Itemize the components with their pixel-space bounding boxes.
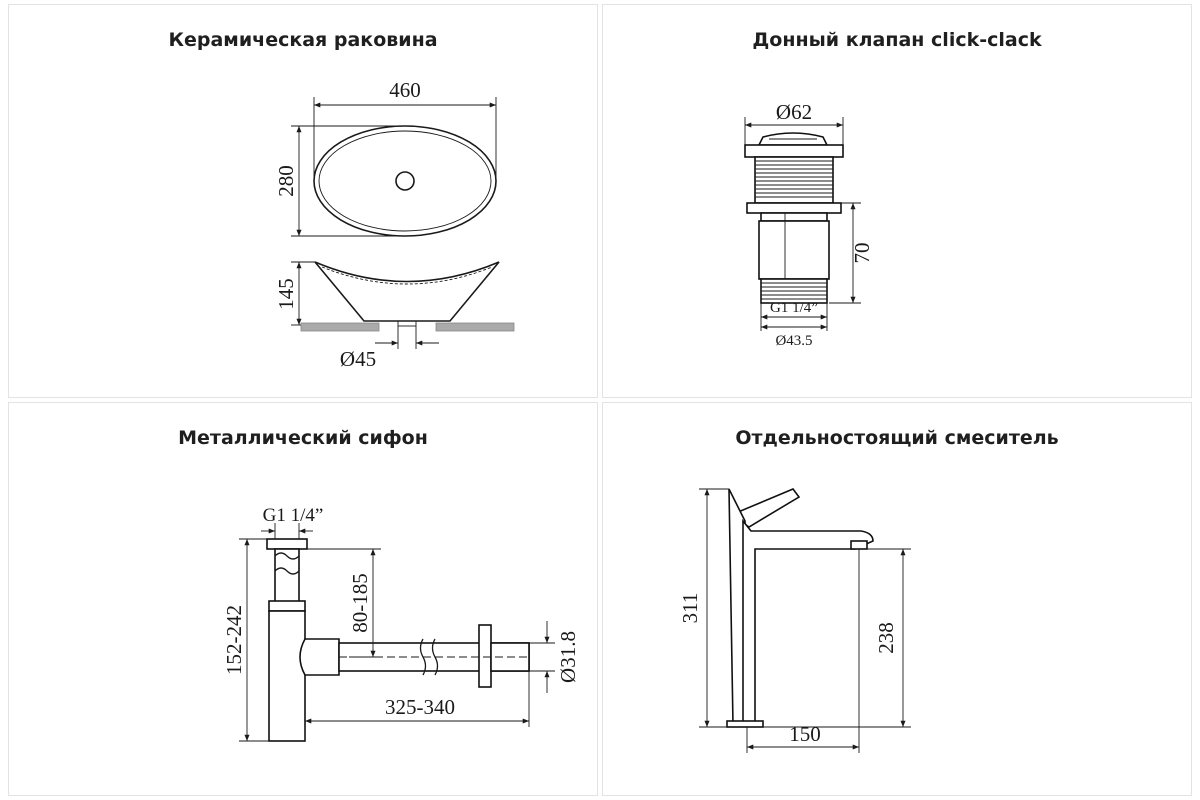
panel-drain-valve: Донный клапан click-clack	[602, 4, 1192, 398]
dim-drain: Ø45	[340, 347, 376, 371]
siphon-drawing: G1 1/4” 152-242 80-185 Ø31.8 325-340	[222, 505, 580, 742]
panel-faucet: Отдельностоящий смеситель 311 238 150	[602, 402, 1192, 796]
siphon-inlet-pipe	[274, 548, 300, 608]
siphon-elbow	[299, 638, 340, 676]
dim-faucet-height: 311	[678, 593, 702, 624]
basin-side-view	[314, 261, 500, 322]
basin-drawing: 460 280 145 Ø45	[274, 78, 515, 371]
dim-siphon-outlet: Ø31.8	[556, 631, 580, 683]
basin-top-view	[313, 125, 497, 237]
faucet-drawing: 311 238 150	[678, 488, 911, 753]
dim-bottom-diameter: Ø43.5	[775, 333, 812, 349]
valve-pipe	[758, 220, 830, 280]
panel-basin: Керамическая раковина 460 280 145	[8, 4, 598, 398]
countertop-left	[300, 322, 380, 332]
dim-spout-height: 238	[874, 622, 898, 654]
panel-title: Металлический сифон	[178, 427, 428, 449]
faucet-spout	[742, 518, 874, 726]
panel-title: Отдельностоящий смеситель	[735, 427, 1059, 449]
dim-siphon-length: 325-340	[385, 695, 455, 719]
dim-siphon-height: 152-242	[222, 605, 246, 675]
dim-siphon-thread: G1 1/4”	[263, 505, 324, 526]
dim-top-diameter: Ø62	[776, 100, 812, 124]
drain-valve-drawing: Ø62 70 G1 1/4” Ø43.5	[744, 100, 874, 349]
panel-title: Донный клапан click-clack	[752, 29, 1042, 51]
dim-depth: 145	[274, 278, 298, 310]
panel-title: Керамическая раковина	[168, 29, 438, 51]
dim-siphon-adjust: 80-185	[348, 573, 372, 633]
thread-lines	[755, 160, 833, 198]
panel-siphon: Металлический сифон G1 1/4”	[8, 402, 598, 796]
valve-thread	[754, 156, 834, 204]
dim-thread: G1 1/4”	[770, 300, 818, 316]
drain-hole-icon	[395, 171, 415, 191]
dim-faucet-reach: 150	[789, 722, 821, 746]
dim-valve-height: 70	[850, 243, 874, 264]
dim-height: 280	[274, 165, 298, 197]
siphon-bottle	[268, 610, 306, 742]
dim-width: 460	[389, 78, 421, 102]
countertop-right	[435, 322, 515, 332]
